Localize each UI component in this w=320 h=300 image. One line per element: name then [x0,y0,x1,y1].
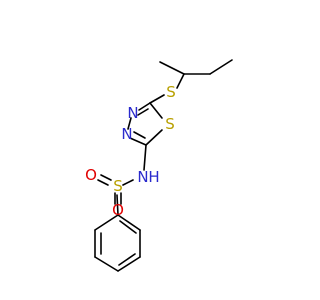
bond-s-o-left-b [100,174,112,181]
amide-hydrogen-label: H [148,168,159,186]
bond-s-ch2 [116,194,119,216]
bond-ring-c5-n4 [138,102,151,111]
bond-ch-s [176,73,185,89]
bond-ring-c5-n4-inner [137,108,149,116]
bond-s-ring-c5 [149,94,165,104]
ring-sulfur-label: S [165,115,175,133]
bond-nh-sulfonyl [122,179,134,186]
bond-ch2-phenyl [117,214,141,231]
thioether-sulfur-label: S [166,83,176,101]
sulfonyl-oxygen-right-label: O [112,201,124,219]
bond-ring-n3-c2 [129,137,147,146]
bond-ring-s1-c5 [149,102,163,119]
bond-ph-5-6 [94,214,119,231]
bonds [94,59,233,272]
molecule-structure: S S N N N H S O O [85,59,233,272]
bond-ph-3-4 [94,256,119,272]
bond-c2-nh [143,144,147,171]
bond-ring-n3-c2-inner [133,131,146,139]
bond-ph-6-1-inner [119,220,137,234]
sulfonyl-sulfur-label: S [113,177,123,195]
sulfonyl-oxygen-left-label: O [85,166,97,184]
bond-ph-2-3 [117,256,141,272]
ring-nitrogen-lower-label: N [121,125,132,143]
bond-ph-2-3-inner [118,253,136,266]
bond-ring-n4-n3 [127,117,132,130]
bond-s-o-left-a [97,179,109,186]
atom-labels: S S N N N H S O O [85,83,176,219]
ring-nitrogen-upper-label: N [127,104,138,122]
bond-ch2-ch3 [209,59,233,75]
bond-ring-c2-s1 [145,129,163,146]
bond-methyl-ch [159,61,185,75]
amide-nitrogen-label: N [137,168,148,186]
